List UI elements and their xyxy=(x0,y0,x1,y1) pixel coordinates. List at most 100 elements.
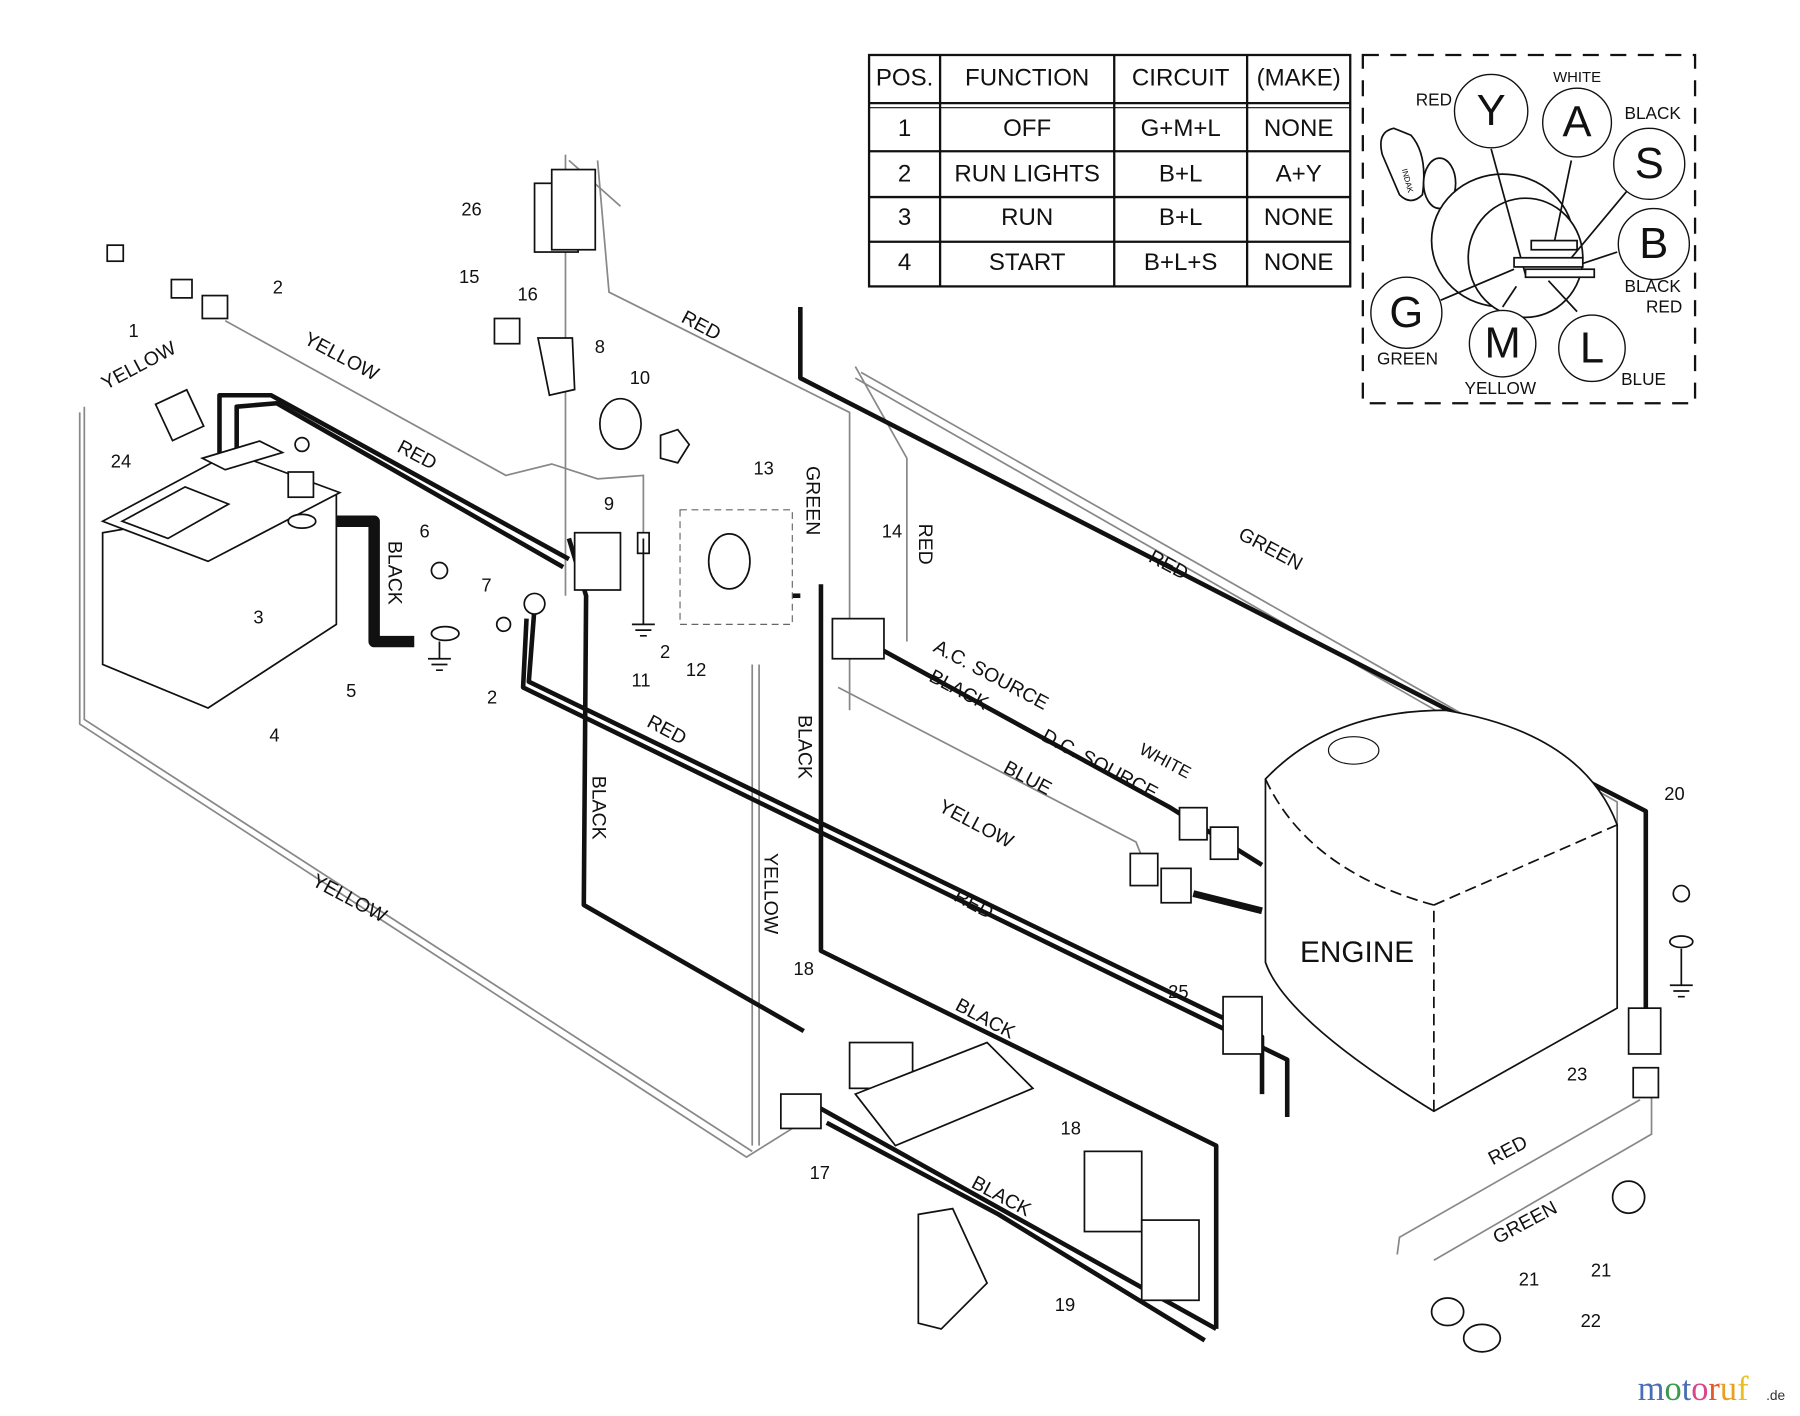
part-number: 12 xyxy=(686,659,706,680)
part-number: 2 xyxy=(660,641,670,662)
table-cell: NONE xyxy=(1264,115,1333,142)
table-cell: START xyxy=(989,249,1066,276)
part-number: 19 xyxy=(1055,1294,1075,1315)
components xyxy=(106,168,1694,1353)
wire-label: GREEN xyxy=(802,466,824,535)
wire-label: GREEN xyxy=(1489,1197,1560,1249)
table-cell: 3 xyxy=(898,204,911,231)
wire-label: RED xyxy=(678,306,725,345)
wire-label: BLACK xyxy=(383,541,405,605)
ignition-switch-inset: INDAK Y A S B G M L RED WHITE BLACK BLAC… xyxy=(1361,53,1697,405)
wire-label: RED xyxy=(950,885,997,924)
terminal-letter: B xyxy=(1639,220,1668,268)
part-number: 9 xyxy=(604,493,614,514)
wire-label: YELLOW xyxy=(300,328,383,386)
terminal-letter: M xyxy=(1484,320,1520,368)
terminal-G: G xyxy=(1370,276,1443,349)
wire-label: YELLOW xyxy=(759,853,781,935)
part-number: 6 xyxy=(419,521,429,542)
table-cell: B+L+S xyxy=(1144,249,1218,276)
terminal-color: RED xyxy=(1646,297,1682,317)
part-number: 4 xyxy=(269,724,279,745)
part-number: 18 xyxy=(794,958,814,979)
terminal-B: B xyxy=(1617,207,1691,281)
part-number: 16 xyxy=(517,283,537,304)
table-cell: RUN xyxy=(1001,204,1053,231)
terminal-letter: L xyxy=(1580,324,1604,372)
wire-label: YELLOW xyxy=(98,337,181,395)
part-number: 22 xyxy=(1581,1310,1601,1331)
part-number: 21 xyxy=(1519,1269,1539,1290)
table-cell: NONE xyxy=(1264,204,1333,231)
wire-label: BLUE xyxy=(1000,757,1055,800)
table-header: CIRCUIT xyxy=(1132,64,1230,91)
wire-label: RED xyxy=(1485,1131,1532,1170)
part-number: 3 xyxy=(253,606,263,627)
switch-position-table: POS. FUNCTION CIRCUIT (MAKE) 1 OFF G+M+L… xyxy=(867,53,1352,288)
terminal-letter: G xyxy=(1389,289,1423,337)
terminal-letter: Y xyxy=(1477,87,1506,135)
ground-symbols xyxy=(428,538,1693,998)
part-number: 7 xyxy=(481,574,491,595)
part-numbers: 1 2 24 3 4 5 6 7 2 9 8 10 13 11 2 12 26 … xyxy=(111,199,1685,1331)
part-number: 13 xyxy=(753,458,773,479)
table-row: 2 RUN LIGHTS B+L A+Y xyxy=(898,161,1322,188)
part-number: 15 xyxy=(459,266,479,287)
wire-label: GREEN xyxy=(1235,523,1306,575)
part-number: 18 xyxy=(1061,1117,1081,1138)
part-number: 5 xyxy=(346,680,356,701)
terminal-color: BLACK xyxy=(1625,103,1682,123)
watermark-logo: motoruf .de xyxy=(1638,1370,1786,1408)
part-number: 21 xyxy=(1591,1259,1611,1280)
terminal-S: S xyxy=(1613,127,1686,201)
part-number: 20 xyxy=(1664,783,1684,804)
wire-label: BLACK xyxy=(952,994,1019,1043)
table-header: (MAKE) xyxy=(1257,64,1341,91)
part-number: 26 xyxy=(461,199,481,220)
key-icon: INDAK xyxy=(1380,127,1457,210)
table-cell: B+L xyxy=(1159,204,1202,231)
terminal-A: A xyxy=(1542,87,1613,158)
table-row: 3 RUN B+L NONE xyxy=(898,204,1334,231)
part-number: 14 xyxy=(882,521,902,542)
terminal-L: L xyxy=(1558,314,1626,383)
engine: ENGINE xyxy=(1264,709,1619,1113)
terminal-M: M xyxy=(1468,309,1537,378)
table-cell: A+Y xyxy=(1276,161,1322,188)
terminal-color: RED xyxy=(1416,89,1452,109)
table-row: 1 OFF G+M+L NONE xyxy=(898,115,1334,142)
terminal-color: YELLOW xyxy=(1465,378,1537,398)
part-number: 11 xyxy=(632,669,651,690)
wire-label: RED xyxy=(643,711,690,750)
table-cell: NONE xyxy=(1264,249,1333,276)
wire-label: YELLOW xyxy=(308,870,391,928)
table-cell: 4 xyxy=(898,249,911,276)
terminal-color: BLACK xyxy=(1625,276,1682,296)
part-number: 17 xyxy=(810,1162,830,1183)
part-number: 2 xyxy=(273,277,283,298)
watermark-suffix: .de xyxy=(1766,1388,1785,1403)
wire-label: RED xyxy=(914,524,936,565)
table-cell: B+L xyxy=(1159,161,1202,188)
terminal-letter: A xyxy=(1563,99,1592,147)
wire-label: YELLOW xyxy=(935,795,1018,853)
wire-label: D.C. SOURCE xyxy=(1038,725,1161,804)
table-cell: 2 xyxy=(898,161,911,188)
part-number: 1 xyxy=(128,320,138,341)
terminal-Y: Y xyxy=(1453,73,1529,149)
watermark-text: motoruf xyxy=(1638,1370,1749,1408)
table-cell: 1 xyxy=(898,115,911,142)
table-cell: OFF xyxy=(1003,115,1051,142)
wire-label: BLACK xyxy=(794,715,816,779)
part-number: 25 xyxy=(1168,981,1188,1002)
table-row: 4 START B+L+S NONE xyxy=(898,249,1334,276)
table-header: POS. xyxy=(876,64,933,91)
table-cell: G+M+L xyxy=(1141,115,1221,142)
engine-label: ENGINE xyxy=(1300,936,1414,969)
battery xyxy=(100,388,342,709)
terminal-color: BLUE xyxy=(1621,369,1666,389)
terminal-letter: S xyxy=(1635,140,1664,188)
part-number: 8 xyxy=(595,336,605,357)
table-header: FUNCTION xyxy=(965,64,1089,91)
